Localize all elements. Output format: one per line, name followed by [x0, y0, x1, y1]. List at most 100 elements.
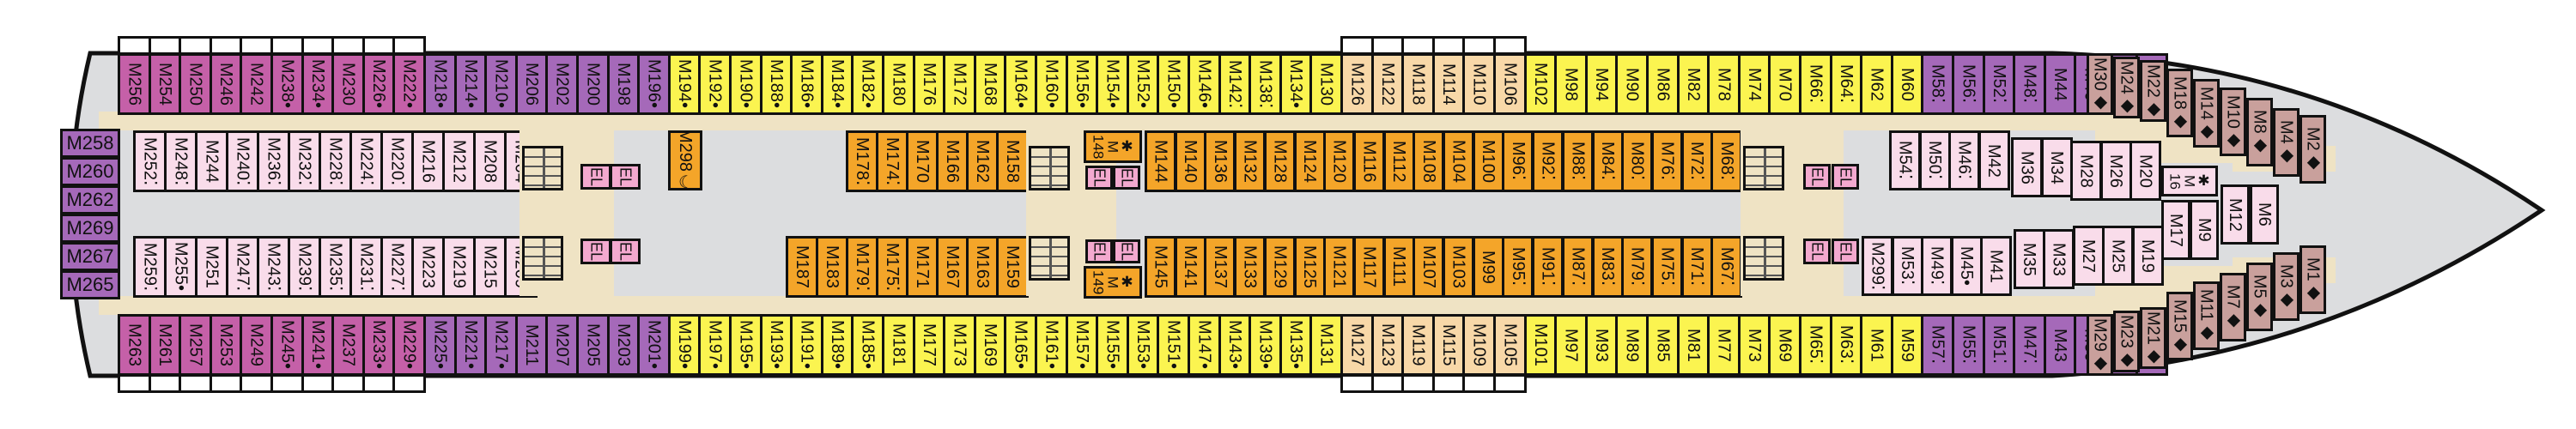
cabin-m44[interactable]: M44 [2043, 53, 2077, 115]
cabin-m74[interactable]: M74 [1737, 53, 1771, 115]
cabin-m263[interactable]: M263 [118, 314, 151, 376]
cabin-m249[interactable]: M249 [240, 314, 273, 376]
cabin-m222[interactable]: M222• [392, 53, 426, 115]
cabin-m161[interactable]: M161• [1035, 314, 1068, 376]
cabin-m34[interactable]: M34 [2040, 137, 2073, 197]
cabin-m50[interactable]: M50⁚ [1918, 130, 1951, 190]
cabin-m82[interactable]: M82 [1676, 53, 1710, 115]
cabin-m132[interactable]: M132 [1234, 130, 1267, 192]
cabin-m63[interactable]: M63⁚ [1829, 314, 1863, 376]
cabin-m93[interactable]: M93 [1584, 314, 1619, 376]
cabin-m159[interactable]: M159 [996, 236, 1029, 298]
cabin-m181[interactable]: M181 [882, 314, 915, 376]
cabin-m30[interactable]: M30◆ [2087, 53, 2113, 115]
cabin-m121[interactable]: M121 [1323, 236, 1356, 298]
cabin-m261[interactable]: M261 [148, 314, 182, 376]
cabin-m198[interactable]: M198 [606, 53, 641, 115]
cabin-m86[interactable]: M86 [1646, 53, 1680, 115]
cabin-m235[interactable]: M235⁚ [319, 236, 352, 298]
cabin-m202[interactable]: M202 [545, 53, 579, 115]
cabin-m193[interactable]: M193• [759, 314, 793, 376]
cabin-m194[interactable]: M194• [667, 53, 702, 115]
cabin-m78[interactable]: M78 [1707, 53, 1741, 115]
cabin-m52[interactable]: M52⁚ [1982, 53, 2016, 115]
cabin-m232[interactable]: M232⁚ [288, 130, 321, 192]
cabin-m231[interactable]: M231⁚ [349, 236, 383, 298]
cabin-m257[interactable]: M257 [179, 314, 212, 376]
cabin-m238[interactable]: M238• [270, 53, 304, 115]
cabin-m169[interactable]: M169 [973, 314, 1007, 376]
cabin-m56[interactable]: M56⁚ [1952, 53, 1985, 115]
cabin-m134[interactable]: M134• [1279, 53, 1313, 115]
cabin-m14[interactable]: M14◆ [2193, 79, 2220, 148]
cabin-m57[interactable]: M57⁚ [1921, 314, 1954, 376]
cabin-m29[interactable]: M29◆ [2087, 314, 2113, 376]
cabin-m111[interactable]: M111 [1382, 236, 1415, 298]
cabin-m216[interactable]: M216 [411, 130, 445, 192]
cabin-m269[interactable]: M269 [60, 214, 120, 243]
cabin-m160[interactable]: M160• [1035, 53, 1068, 115]
cabin-m133[interactable]: M133 [1234, 236, 1267, 298]
cabin-m9[interactable]: M9 [2190, 200, 2219, 260]
cabin-m131[interactable]: M131 [1309, 314, 1343, 376]
cabin-m119[interactable]: M119 [1401, 314, 1435, 376]
cabin-m46[interactable]: M46⁚ [1948, 130, 1980, 190]
cabin-m143[interactable]: M143• [1218, 314, 1252, 376]
cabin-m189[interactable]: M189• [820, 314, 854, 376]
cabin-m16[interactable]: ✱ M 16 [2161, 166, 2218, 196]
cabin-m122[interactable]: M122 [1370, 53, 1405, 115]
cabin-m226[interactable]: M226• [361, 53, 396, 115]
cabin-m196[interactable]: M196• [637, 53, 671, 115]
cabin-m224[interactable]: M224⁚ [349, 130, 383, 192]
cabin-m48[interactable]: M48⁚ [2013, 53, 2046, 115]
cabin-m22[interactable]: M22◆ [2140, 60, 2166, 122]
cabin-m164[interactable]: M164• [1004, 53, 1037, 115]
cabin-m69[interactable]: M69 [1768, 314, 1801, 376]
cabin-m260[interactable]: M260 [60, 157, 120, 186]
cabin-m239[interactable]: M239⁚ [288, 236, 321, 298]
cabin-m84[interactable]: M84⁚ [1591, 130, 1624, 192]
cabin-m10[interactable]: M10◆ [2220, 88, 2246, 156]
cabin-m225[interactable]: M225• [423, 314, 457, 376]
cabin-m158[interactable]: M158 [996, 130, 1029, 192]
cabin-m155[interactable]: M155• [1096, 314, 1129, 376]
cabin-m128[interactable]: M128 [1263, 130, 1296, 192]
cabin-m125[interactable]: M125 [1293, 236, 1326, 298]
cabin-m36[interactable]: M36 [2011, 137, 2043, 197]
cabin-m117[interactable]: M117 [1352, 236, 1385, 298]
cabin-m200[interactable]: M200 [576, 53, 610, 115]
cabin-m136[interactable]: M136 [1204, 130, 1236, 192]
cabin-m177[interactable]: M177 [912, 314, 946, 376]
cabin-m118[interactable]: M118 [1401, 53, 1435, 115]
cabin-m114[interactable]: M114 [1431, 53, 1466, 115]
cabin-m139[interactable]: M139• [1249, 314, 1282, 376]
cabin-m109[interactable]: M109 [1462, 314, 1496, 376]
cabin-m67[interactable]: M67⁚ [1710, 236, 1743, 298]
cabin-m179[interactable]: M179⁚ [846, 236, 878, 298]
cabin-m148[interactable]: ✱ M 148 [1084, 130, 1142, 163]
cabin-m47[interactable]: M47⁚ [2013, 314, 2046, 376]
cabin-m73[interactable]: M73 [1737, 314, 1771, 376]
cabin-m100[interactable]: M100 [1472, 130, 1504, 192]
cabin-m265[interactable]: M265 [60, 270, 120, 299]
cabin-m8[interactable]: M8◆ [2246, 98, 2273, 166]
cabin-m230[interactable]: M230 [331, 53, 365, 115]
cabin-m91[interactable]: M91⁚ [1532, 236, 1564, 298]
cabin-m35[interactable]: M35 [2013, 229, 2045, 289]
cabin-m60[interactable]: M60 [1890, 53, 1924, 115]
cabin-m75[interactable]: M75⁚ [1650, 236, 1683, 298]
cabin-m223[interactable]: M223 [411, 236, 445, 298]
cabin-m70[interactable]: M70 [1768, 53, 1801, 115]
cabin-m77[interactable]: M77 [1707, 314, 1741, 376]
cabin-m244[interactable]: M244 [195, 130, 228, 192]
cabin-m45[interactable]: M45• [1950, 236, 1983, 296]
cabin-m43[interactable]: M43 [2043, 314, 2077, 376]
cabin-m175[interactable]: M175⁚ [876, 236, 908, 298]
cabin-m206[interactable]: M206 [514, 53, 549, 115]
cabin-m256[interactable]: M256 [118, 53, 151, 115]
cabin-m61[interactable]: M61 [1860, 314, 1893, 376]
cabin-m33[interactable]: M33 [2043, 229, 2075, 289]
cabin-m229[interactable]: M229• [392, 314, 426, 376]
cabin-m87[interactable]: M87⁚ [1561, 236, 1594, 298]
cabin-m299[interactable]: M299⁚ [1862, 236, 1893, 296]
